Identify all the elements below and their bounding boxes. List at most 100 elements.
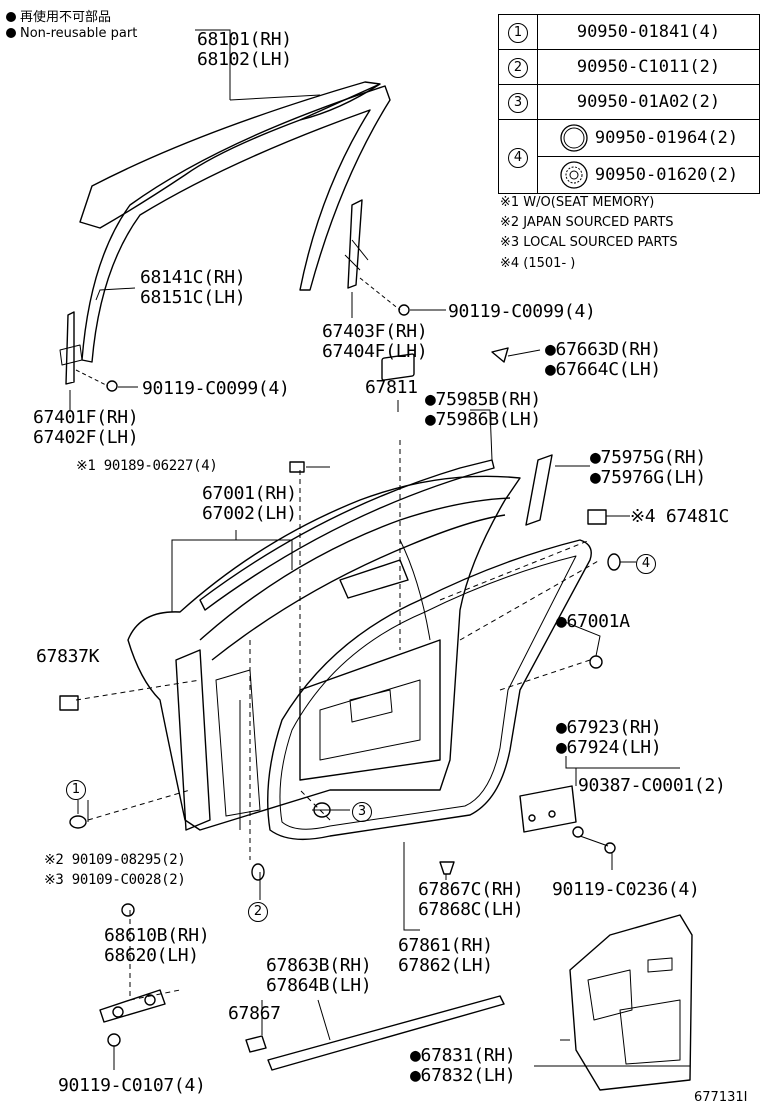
- label-bolt-90109-japan: ※2 90109-08295(2): [44, 852, 186, 868]
- glass-run-channel: [81, 85, 391, 363]
- label-bolt-lower: 90119-C0099(4): [142, 378, 290, 399]
- label-bracket-67923-lh: ●67924(LH): [556, 737, 662, 758]
- table-row: 90950-01620(2): [499, 156, 760, 194]
- callout-badge-4: 4: [636, 554, 656, 574]
- label-rear-channel-rh: 67403F(RH): [322, 321, 428, 342]
- label-door-panel-rh: 67001(RH): [202, 483, 297, 504]
- label-glass-lh: 68102(LH): [197, 49, 292, 70]
- item-number-badge: 1: [507, 23, 528, 43]
- label-bolt-upper: 90119-C0099(4): [448, 301, 596, 322]
- legend-ja-text: 再使用不可部品: [20, 10, 112, 25]
- pad-67481: [587, 509, 607, 525]
- part-number-cell: 90950-01A02(2): [536, 84, 760, 120]
- rear-lower-frame: [347, 199, 363, 289]
- label-bolt-90119-c0107: 90119-C0107(4): [58, 1075, 206, 1096]
- plug-2: [251, 863, 265, 881]
- garnish-75975: [525, 454, 553, 526]
- label-bracket-67663-lh: ●67664C(LH): [545, 359, 661, 380]
- legend-japanese: 再使用不可部品: [6, 6, 111, 25]
- table-row: 3 90950-01A02(2): [498, 84, 760, 120]
- cover-67811: [381, 353, 415, 381]
- door-glass: [79, 81, 381, 229]
- label-bolt-90189: ※1 90189-06227(4): [76, 458, 218, 474]
- bolt-icon: [106, 380, 118, 392]
- bracket-67923: [519, 785, 577, 833]
- oring-icon: [560, 124, 588, 152]
- parts-table: 1 90950-01841(4) 2 90950-C1011(2) 3 9095…: [498, 14, 760, 194]
- label-rear-channel-lh: 67404F(LH): [322, 341, 428, 362]
- legend-english: Non-reusable part: [6, 26, 137, 41]
- item-number-badge: 3: [507, 93, 528, 113]
- label-glass-rh: 68101(RH): [197, 29, 292, 50]
- callout-badge-3: 3: [352, 802, 372, 822]
- door-check-arm: [99, 989, 166, 1023]
- footnote: ※2 JAPAN SOURCED PARTS: [500, 215, 674, 230]
- footnote: ※1 W/O(SEAT MEMORY): [500, 195, 655, 210]
- plug-1: [69, 815, 87, 829]
- bolt-icon: [604, 842, 616, 854]
- label-run-channel-rh: 68141C(RH): [140, 267, 246, 288]
- plug-4: [607, 553, 621, 571]
- label-door-panel-lh: 67002(LH): [202, 503, 297, 524]
- label-service-hole-cover-lh: ●67832(LH): [410, 1065, 516, 1086]
- legend-en-text: Non-reusable part: [20, 26, 138, 41]
- bolt-icon: [107, 1033, 121, 1047]
- label-clip-90387: 90387-C0001(2): [578, 775, 726, 796]
- door-weatherstrip: [267, 539, 592, 841]
- label-moulding-rh: 67863B(RH): [266, 955, 372, 976]
- part-number-cell: 90950-01620(2): [536, 156, 760, 194]
- label-cover-67811: 67811: [365, 377, 418, 398]
- figure-reference: 677131I: [694, 1090, 748, 1105]
- label-service-hole-cover-rh: ●67831(RH): [410, 1045, 516, 1066]
- label-check-arm-lh: 68620(LH): [104, 945, 199, 966]
- bracket-67663: [491, 347, 509, 363]
- label-run-channel-lh: 68151C(LH): [140, 287, 246, 308]
- rocker-moulding: [267, 995, 505, 1071]
- label-pad-67837: 67837K: [36, 646, 100, 667]
- grommet-icon: [560, 161, 588, 189]
- label-pad-67481: ※4 67481C: [630, 506, 730, 527]
- bolt-icon: [398, 304, 410, 316]
- bolt-icon: [572, 826, 584, 838]
- callout-badge-2: 2: [248, 902, 268, 922]
- clip-67001a: [589, 655, 603, 669]
- label-belt-weather-lh: ●75986B(LH): [425, 409, 541, 430]
- label-67001a: ●67001A: [556, 611, 630, 632]
- label-bolt-90109-local: ※3 90109-C0028(2): [44, 872, 186, 888]
- non-reusable-dot-icon: [6, 12, 16, 22]
- non-reusable-dot-icon: [6, 28, 16, 38]
- label-check-arm-rh: 68610B(RH): [104, 925, 210, 946]
- label-clip-67867c-lh: 67868C(LH): [418, 899, 524, 920]
- bolt-90189-icon: [289, 461, 305, 473]
- clip-67867c: [439, 861, 455, 875]
- footnote: ※3 LOCAL SOURCED PARTS: [500, 235, 678, 250]
- label-bracket-67663-rh: ●67663D(RH): [545, 339, 661, 360]
- pad-67837: [59, 695, 79, 711]
- item-number-badge: 2: [507, 58, 528, 78]
- label-weatherstrip-rh: 67861(RH): [398, 935, 493, 956]
- label-clip-67867: 67867: [228, 1003, 281, 1024]
- footnote: ※4 (1501- ): [500, 256, 576, 271]
- part-number-cell: 90950-01841(4): [536, 14, 760, 50]
- belt-weatherstrip: [199, 459, 495, 611]
- label-bracket-67923-rh: ●67923(RH): [556, 717, 662, 738]
- label-weatherstrip-lh: 67862(LH): [398, 955, 493, 976]
- callout-badge-1: 1: [66, 780, 86, 800]
- door-panel: [127, 475, 521, 831]
- clip-67867: [245, 1035, 267, 1053]
- item-number-badge: 4: [507, 147, 528, 168]
- label-clip-67867c-rh: 67867C(RH): [418, 879, 524, 900]
- label-front-channel-lh: 67402F(LH): [33, 427, 139, 448]
- service-hole-cover: [569, 914, 693, 1091]
- label-moulding-lh: 67864B(LH): [266, 975, 372, 996]
- label-belt-weather-rh: ●75985B(RH): [425, 389, 541, 410]
- table-row: 1 90950-01841(4): [498, 14, 760, 50]
- bolt-icon: [121, 903, 135, 917]
- label-garnish-rh: ●75975G(RH): [590, 447, 706, 468]
- label-front-channel-rh: 67401F(RH): [33, 407, 139, 428]
- label-bolt-90119-c0236: 90119-C0236(4): [552, 879, 700, 900]
- label-garnish-lh: ●75976G(LH): [590, 467, 706, 488]
- front-lower-frame: [65, 311, 75, 385]
